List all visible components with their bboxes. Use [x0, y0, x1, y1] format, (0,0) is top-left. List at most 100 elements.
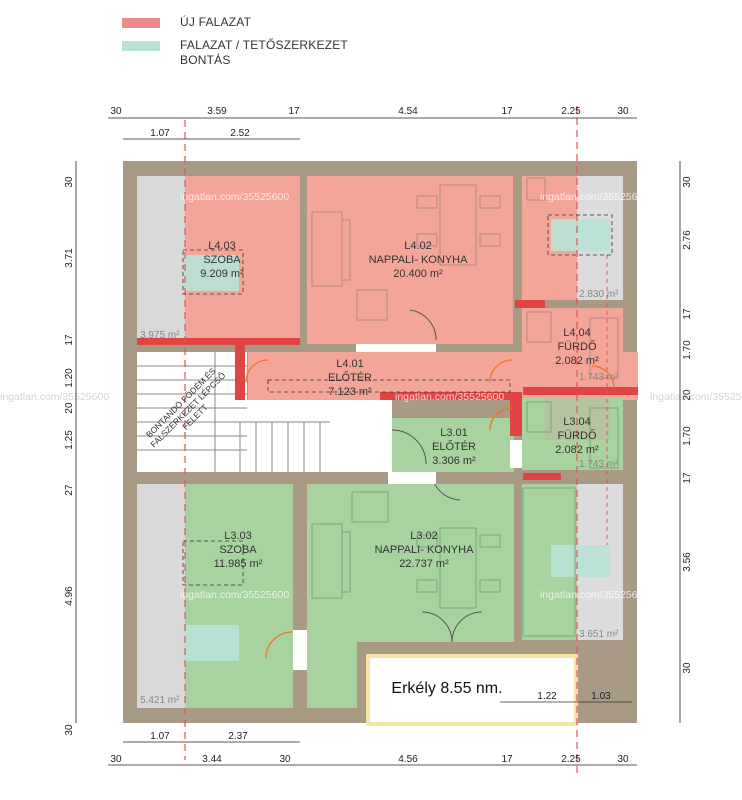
dim-left-7: 27	[64, 484, 75, 496]
area-label-4: 1.743 m²	[579, 459, 619, 470]
watermark-1: ingatlan.com/35525600	[180, 191, 289, 203]
room-l402-area: 20.400 m²	[393, 268, 443, 280]
room-l303-name: SZOBA	[219, 544, 257, 556]
demolition-window-4	[183, 625, 239, 661]
dim-bottom-outer-5: 17	[501, 754, 513, 765]
dim-right-2: 2.76	[682, 230, 693, 250]
room-l403-area: 9.209 m²	[200, 268, 244, 280]
demolition-legend-label-2: BONTÁS	[180, 53, 231, 67]
dim-bottom-inner-2: 2.37	[228, 731, 248, 742]
furniture-lower	[311, 401, 619, 637]
area-label-3: 1.743 m²	[579, 372, 619, 383]
demolition-legend-swatch	[122, 41, 160, 51]
room-l403-id: L4.03	[208, 240, 236, 252]
grey-area-left-upper	[137, 176, 185, 344]
new-wall-legend-label: ÚJ FALAZAT	[180, 15, 252, 29]
room-l301-area: 3.306 m²	[432, 455, 476, 467]
area-label-2: 2.830 m²	[579, 289, 619, 300]
dim-top-outer-3: 17	[288, 106, 300, 117]
room-l301-fill	[392, 418, 514, 472]
stair-hall	[137, 352, 247, 472]
room-l404b-name: FÜRDŐ	[557, 428, 597, 442]
dim-left-3: 17	[64, 334, 75, 346]
area-label-1: 3.975 m²	[140, 330, 180, 341]
dim-top-inner-2: 2.52	[230, 128, 250, 139]
dashed-lines	[182, 214, 613, 586]
dim-bottom-inner-1: 1.07	[150, 731, 170, 742]
room-l301-name: ELŐTÉR	[432, 439, 476, 453]
demolition-window-3	[551, 545, 610, 577]
dim-right-1: 30	[682, 176, 693, 188]
new-walls	[137, 300, 638, 480]
dim-bottom-outer-4: 4.56	[398, 754, 418, 765]
watermark-6: ingatlan.com/35525600	[0, 391, 109, 403]
dim-bottom-outer-2: 3.44	[202, 754, 222, 765]
dim-right-5: 20	[682, 389, 693, 401]
watermark-4: ingatlan.com/35525600	[180, 589, 289, 601]
balcony-outline	[366, 654, 578, 726]
room-l404a-name: FÜRDŐ	[557, 339, 597, 353]
room-l403-name: SZOBA	[203, 254, 241, 266]
room-l301-id: L3.01	[440, 427, 468, 439]
room-l302-lower-fill	[307, 642, 357, 708]
room-l302-name: NAPPALI- KONYHA	[375, 544, 474, 556]
watermark-3: ingatlan.com/35525600	[395, 391, 504, 403]
stair-treads	[137, 352, 330, 472]
balcony-dim-right: 1.03	[591, 691, 611, 702]
area-label-6: 5.421 m²	[140, 695, 180, 706]
room-l404b-area: 2.082 m²	[555, 444, 599, 456]
dim-left-5: 20	[64, 402, 75, 414]
dim-right-3: 17	[682, 308, 693, 320]
dim-left-4: 1.20	[64, 368, 75, 388]
dim-left-1: 30	[64, 176, 75, 188]
dim-top-outer-6: 2.25	[561, 106, 581, 117]
dim-left-6: 1.25	[64, 430, 75, 450]
watermark-5: ingatlan.com/35525600	[540, 589, 649, 601]
demolition-window-1	[183, 255, 239, 291]
dim-bottom-outer-3: 30	[279, 754, 291, 765]
dim-bottom-outer-1: 30	[110, 754, 122, 765]
room-l302-id: L3.02	[410, 530, 438, 542]
dim-top-outer-7: 30	[617, 106, 629, 117]
demolition-legend-label-1: FALAZAT / TETŐSZERKEZET	[180, 38, 348, 52]
dimension-lines	[75, 117, 681, 766]
room-l401-name: ELŐTÉR	[328, 370, 372, 384]
room-l303-fill	[185, 484, 293, 708]
balcony-dim-left: 1.22	[537, 691, 557, 702]
room-l401-area: 7.123 m²	[328, 386, 372, 398]
dim-left-2: 3.71	[64, 248, 75, 268]
room-l401-id: L4.01	[336, 358, 364, 370]
door-openings	[293, 344, 522, 670]
new-wall-legend-swatch	[122, 18, 160, 28]
dim-right-8: 3.56	[682, 552, 693, 572]
grey-area-left-lower	[137, 484, 185, 708]
dim-right-9: 30	[682, 662, 693, 674]
dim-right-6: 1.70	[682, 426, 693, 446]
watermark-7: ingatlan.com/35525600	[650, 391, 742, 403]
demolition-window-2	[551, 219, 610, 251]
dim-top-outer-4: 4.54	[398, 106, 418, 117]
dim-bottom-outer-6: 2.25	[561, 754, 581, 765]
area-label-5: 3.651 m²	[579, 629, 619, 640]
dim-bottom-outer-7: 30	[617, 754, 629, 765]
room-l303-area: 11.985 m²	[214, 558, 263, 570]
room-l404-fill	[522, 308, 623, 390]
furniture	[311, 177, 619, 379]
balcony-label: Erkély 8.55 nm.	[391, 680, 502, 697]
dim-right-4: 1.70	[682, 340, 693, 360]
dim-right-7: 17	[682, 472, 693, 484]
room-l402-fill	[307, 176, 513, 344]
dim-top-outer-5: 17	[501, 106, 513, 117]
dim-left-8: 4.96	[64, 586, 75, 606]
room-l404b-id: L3.04	[563, 416, 591, 428]
room-l304-fill	[522, 398, 623, 470]
dim-left-9: 30	[64, 724, 75, 736]
room-l404a-id: L4.04	[563, 327, 591, 339]
room-l402-id: L4.02	[404, 240, 432, 252]
room-l402-name: NAPPALI- KONYHA	[369, 254, 468, 266]
room-l404a-area: 2.082 m²	[555, 355, 599, 367]
room-l303-id: L3.03	[224, 530, 252, 542]
dim-top-outer-1: 30	[110, 106, 122, 117]
room-l302-area: 22.737 m²	[399, 558, 449, 570]
